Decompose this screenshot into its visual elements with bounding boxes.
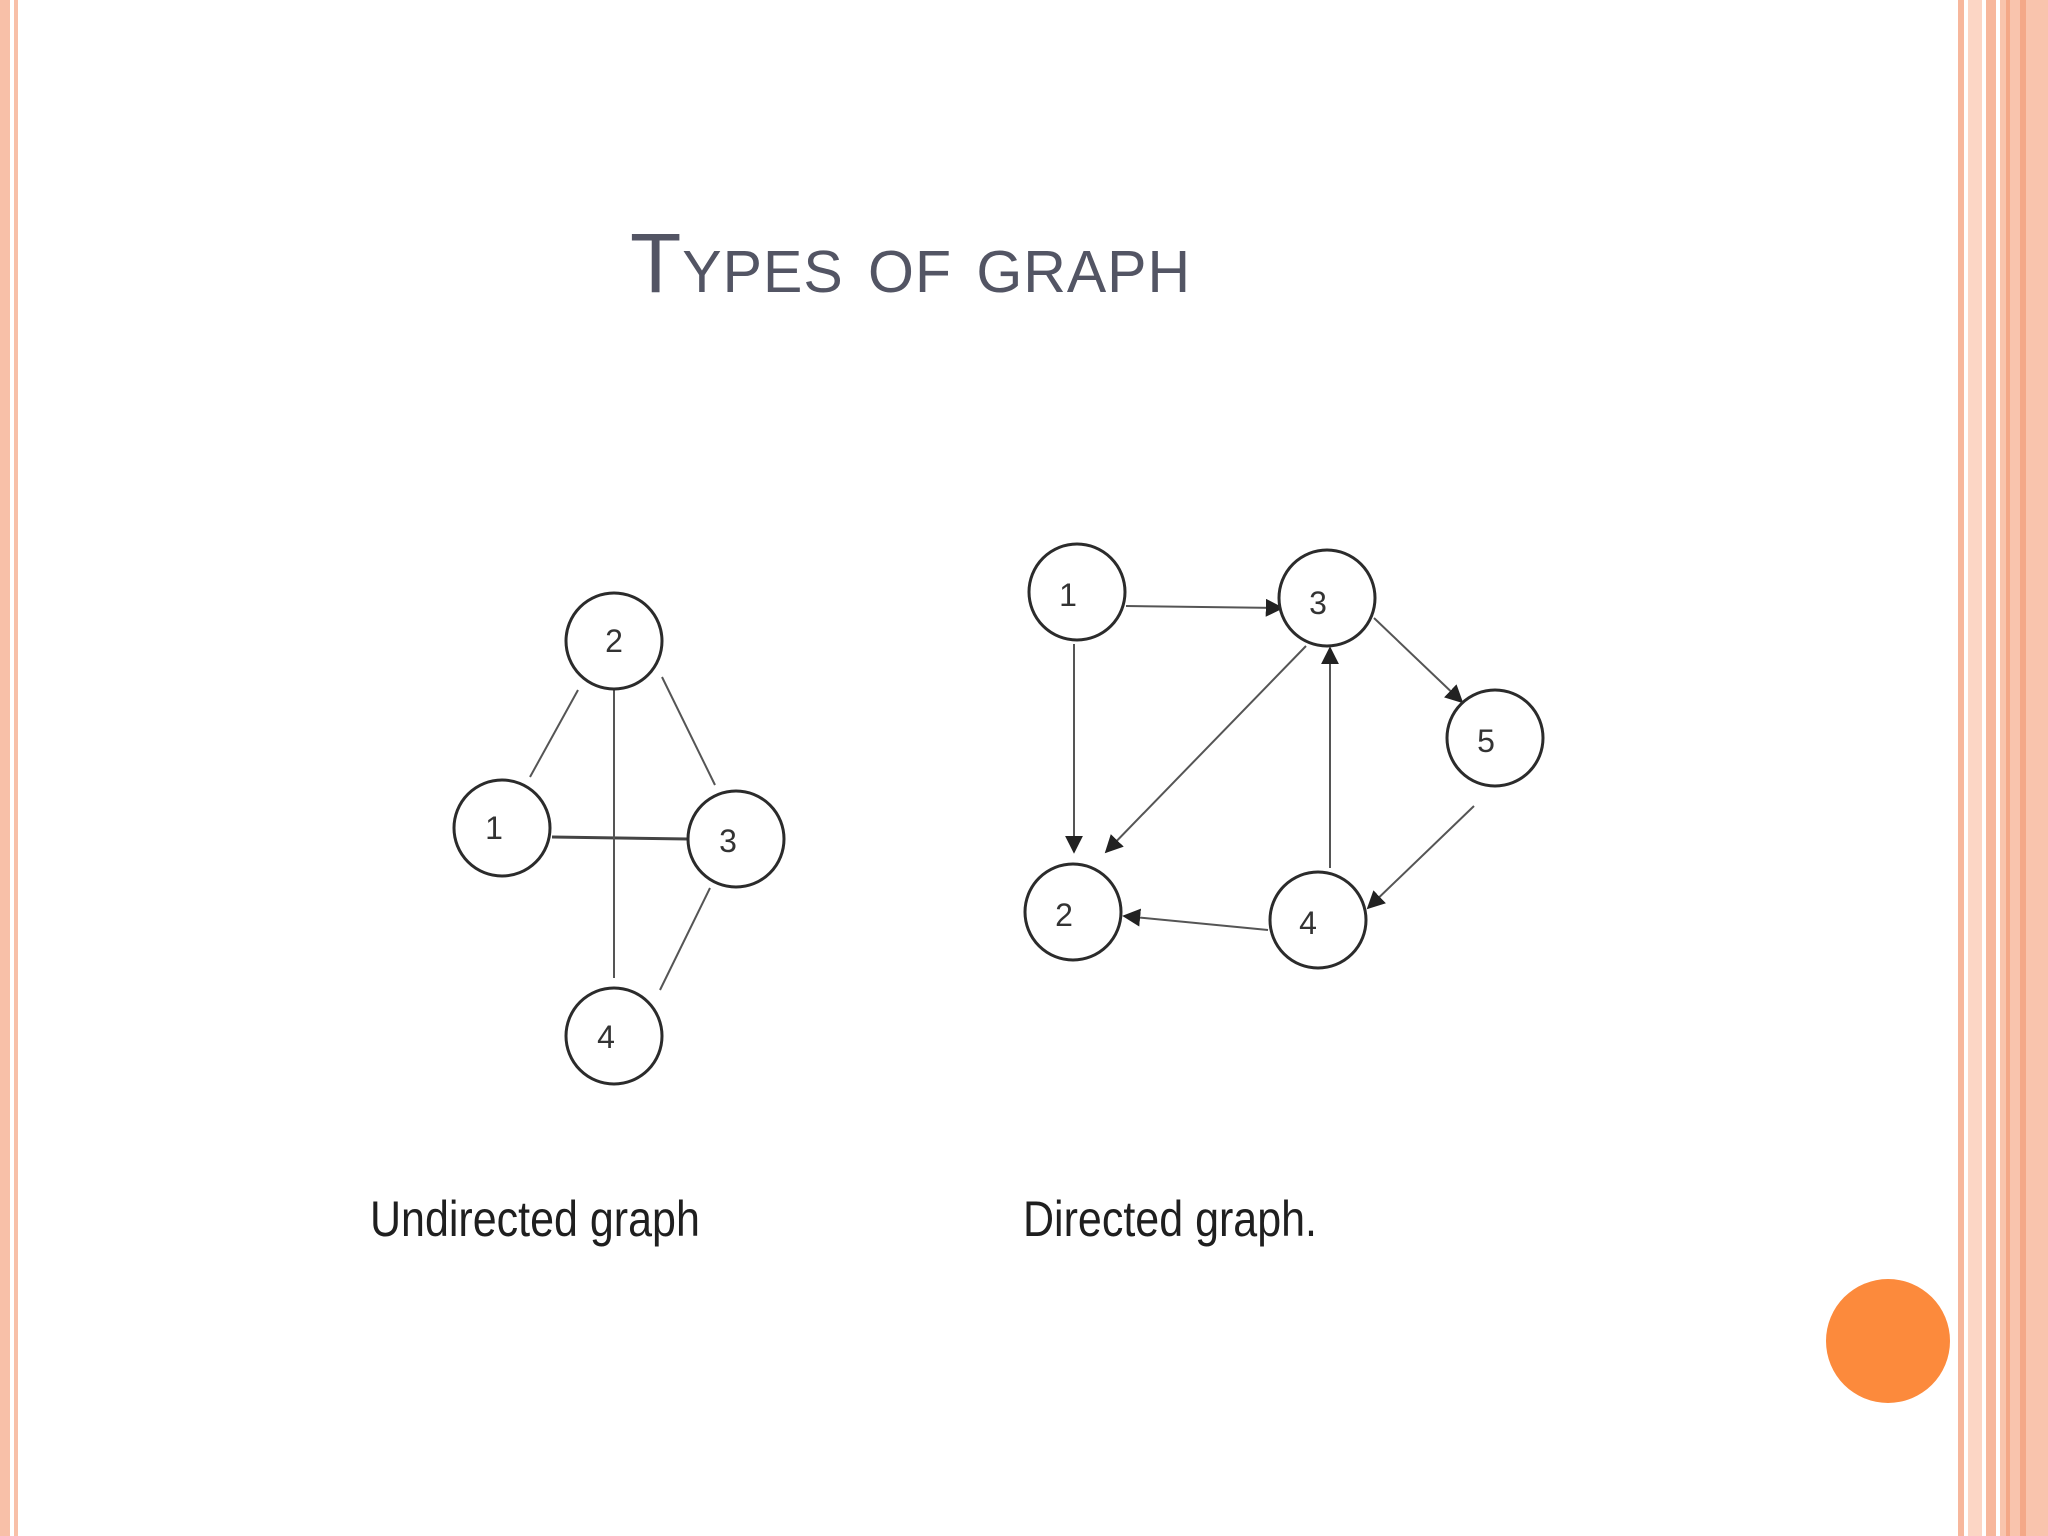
directed-node-2: 2 xyxy=(1023,862,1123,962)
directed-node-1: 1 xyxy=(1027,542,1127,642)
node-circle xyxy=(1023,862,1123,962)
right-border-stripe-5 xyxy=(2020,0,2026,1536)
undirected-caption: Undirected graph xyxy=(370,1191,700,1247)
directed-edge-1-3 xyxy=(1125,598,1284,617)
node-label: 3 xyxy=(1309,585,1327,621)
undirected-node-2: 2 xyxy=(564,591,664,691)
directed-node-5: 5 xyxy=(1445,688,1545,788)
right-border-stripe-1 xyxy=(1958,0,1964,1536)
undirected-node-4: 4 xyxy=(564,986,664,1086)
node-circle xyxy=(1445,688,1545,788)
left-border-stripe xyxy=(0,0,10,1536)
node-circle xyxy=(1027,542,1127,642)
directed-node-3: 3 xyxy=(1277,548,1377,648)
node-circle xyxy=(452,778,552,878)
directed-caption: Directed graph. xyxy=(1023,1191,1317,1247)
node-circle xyxy=(564,986,664,1086)
undirected-graph: 2 1 3 4 xyxy=(452,591,786,1086)
undirected-edges xyxy=(529,676,716,991)
directed-graph: 1 3 5 2 4 xyxy=(1023,542,1545,970)
node-label: 4 xyxy=(597,1019,615,1055)
right-border-stripe-3 xyxy=(1986,0,1996,1536)
slide-title: Types of graph xyxy=(630,216,1192,310)
directed-edge-3-5 xyxy=(1373,617,1464,704)
directed-node-4: 4 xyxy=(1268,870,1368,970)
directed-edge-3-2 xyxy=(1104,645,1307,854)
node-circle xyxy=(1268,870,1368,970)
right-border-stripe-4 xyxy=(2006,0,2010,1536)
accent-circle xyxy=(1826,1279,1950,1403)
node-label: 4 xyxy=(1299,905,1317,941)
directed-edge-5-4 xyxy=(1366,805,1475,910)
directed-edge-4-2 xyxy=(1122,908,1269,931)
node-circle xyxy=(564,591,664,691)
node-label: 5 xyxy=(1477,723,1495,759)
undirected-edge-2-3 xyxy=(661,676,716,786)
node-label: 2 xyxy=(605,623,623,659)
undirected-edge-1-2 xyxy=(529,689,579,778)
directed-edges xyxy=(1065,598,1475,931)
undirected-node-1: 1 xyxy=(452,778,552,878)
undirected-edge-3-4 xyxy=(659,887,711,991)
node-label: 1 xyxy=(1059,577,1077,613)
left-border-stripe-inner xyxy=(14,0,18,1536)
undirected-edge-1-3 xyxy=(551,835,689,841)
node-label: 2 xyxy=(1055,897,1073,933)
right-border-stripe-2 xyxy=(1968,0,1982,1536)
node-label: 1 xyxy=(485,810,503,846)
node-circle xyxy=(1277,548,1377,648)
node-circle xyxy=(686,789,786,889)
undirected-node-3: 3 xyxy=(686,789,786,889)
node-label: 3 xyxy=(719,823,737,859)
